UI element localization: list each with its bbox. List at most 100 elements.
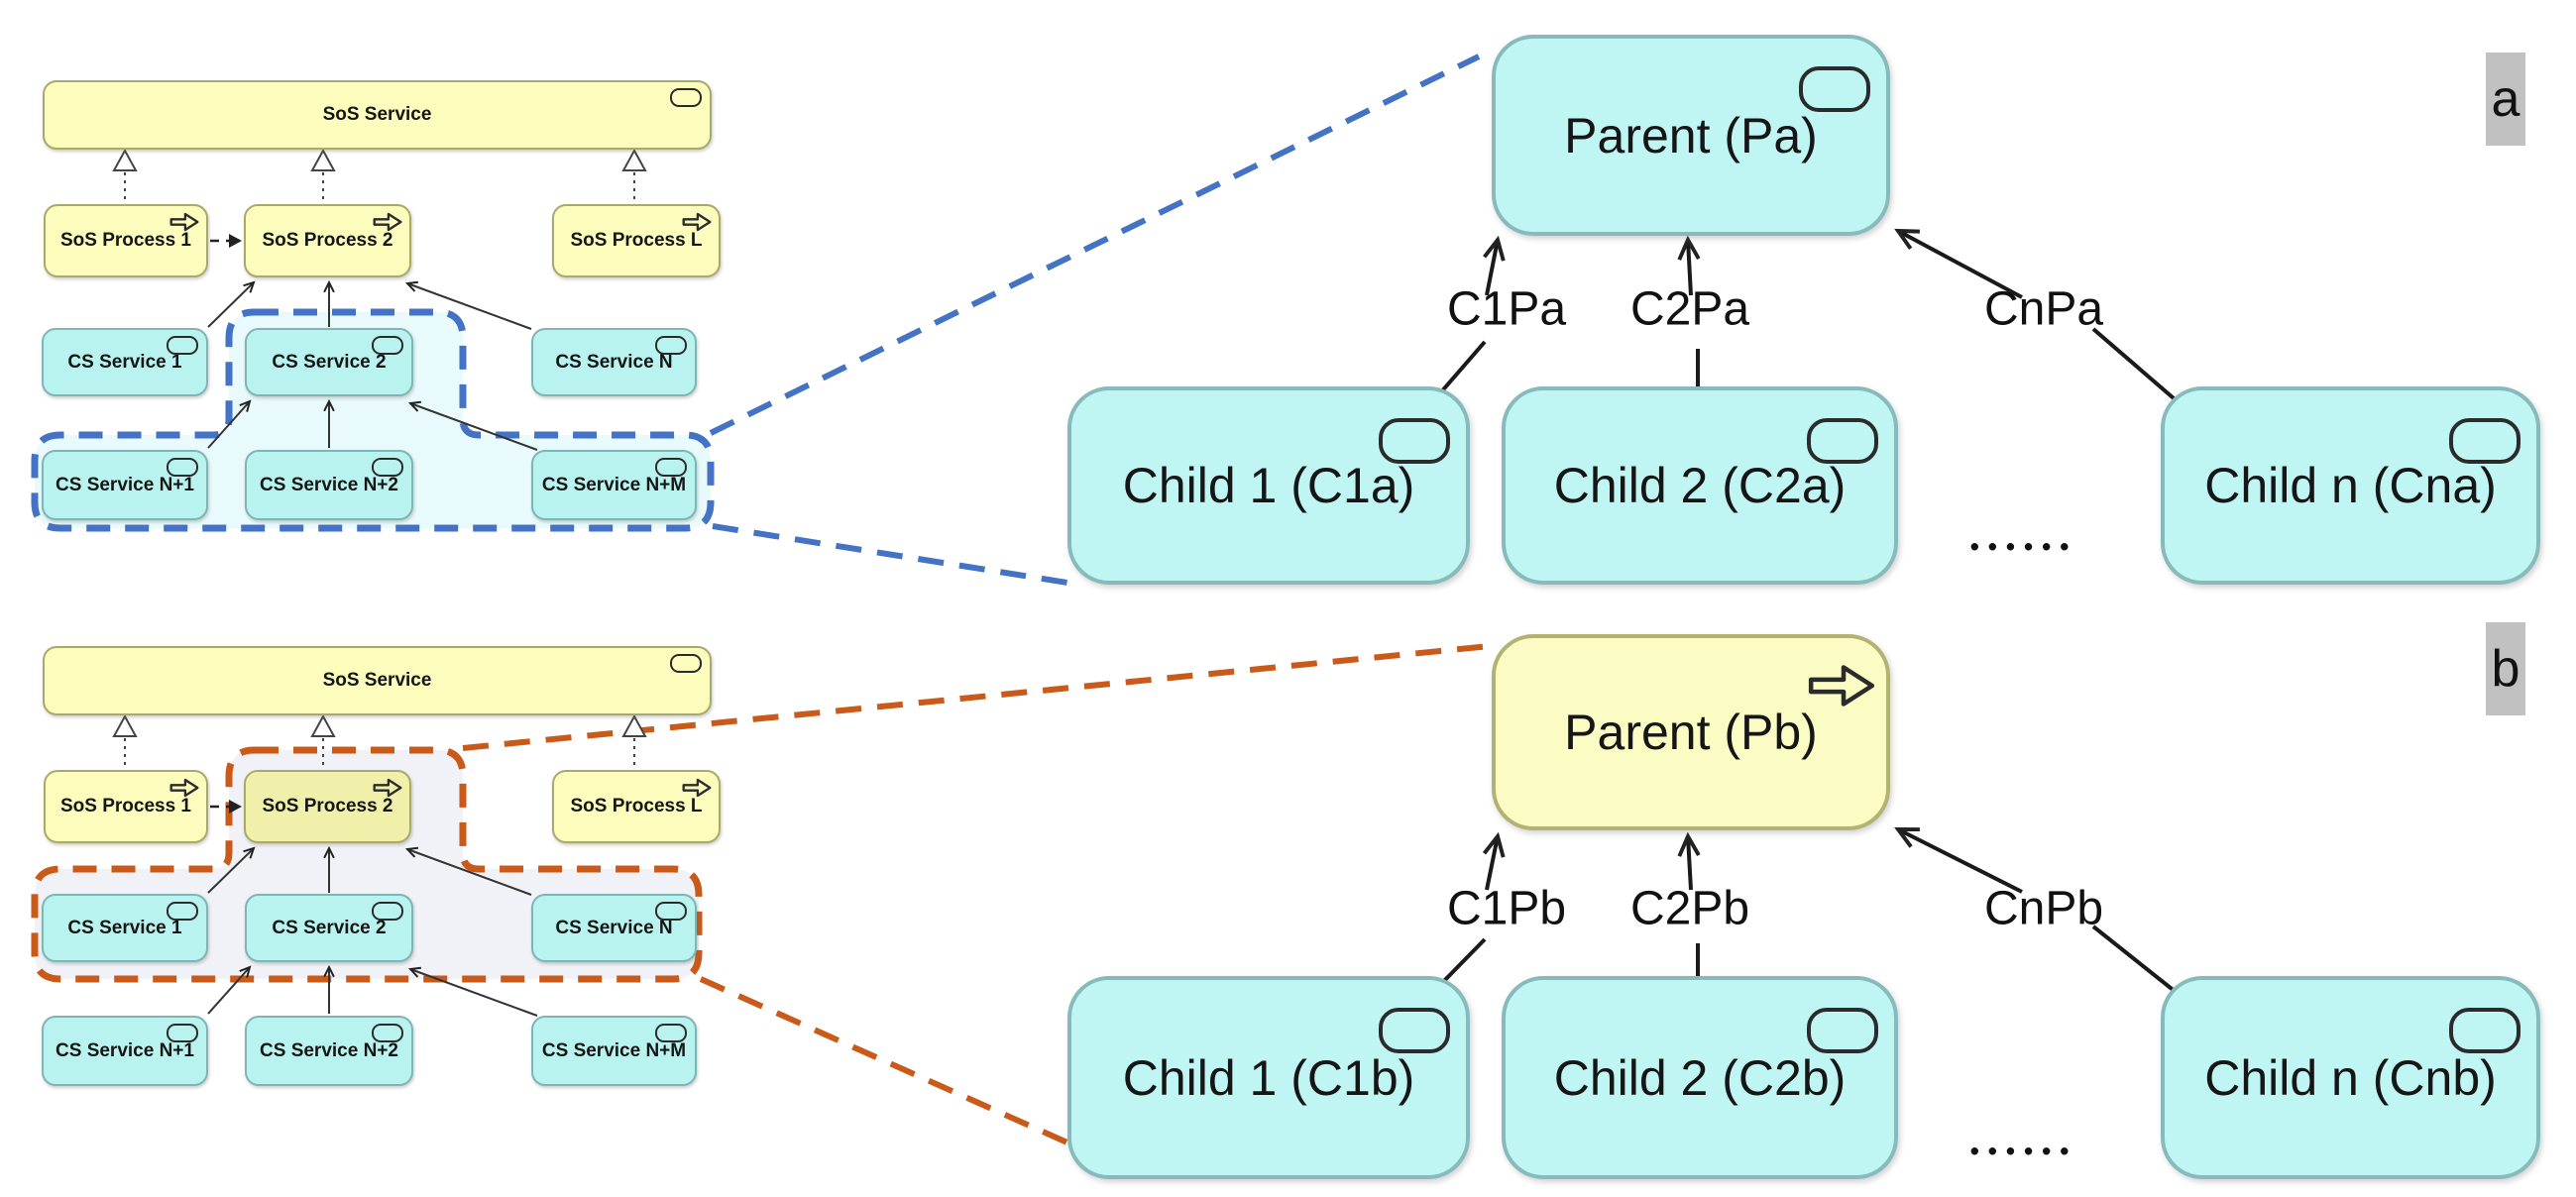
node-label: SoS Process L [570, 230, 703, 251]
node-label: Child 2 (C2a) [1553, 458, 1847, 513]
node-label: CS Service 1 [67, 917, 182, 938]
service-icon [2449, 418, 2520, 464]
node-label: SoS Process L [570, 796, 703, 816]
lt-node-cs-service-n2: CS Service N+2 [245, 450, 413, 520]
process-icon [1808, 665, 1875, 707]
arrows-top-diagram [207, 282, 538, 451]
service-icon [655, 902, 687, 921]
node-label: CS Service N+2 [260, 1039, 398, 1061]
node-label: CS Service N [555, 351, 673, 373]
service-icon [655, 1024, 687, 1042]
specialization-arrows-bottom [112, 713, 647, 768]
node-label: CS Service N+1 [56, 474, 194, 495]
node-label: CS Service N [555, 917, 673, 938]
process-icon [373, 212, 402, 232]
node-label: SoS Process 1 [59, 230, 192, 251]
node-label: CS Service N+2 [260, 474, 398, 495]
node-label: CS Service 2 [272, 351, 387, 373]
lb-node-cs-service-n1: CS Service N+1 [42, 1016, 208, 1086]
edges-diagram-a [1437, 231, 2183, 406]
service-icon [2449, 1008, 2520, 1053]
specialization-arrows-top [112, 148, 647, 202]
node-label: Child 1 (C1a) [1122, 458, 1415, 513]
node-label: SoS Service [322, 670, 432, 691]
b-edge-label-c2pb: C2Pb [1629, 882, 1750, 935]
a-ellipsis-dots: •••••• [1969, 531, 2078, 562]
service-icon [372, 1024, 403, 1042]
a-node-child-1: Child 1 (C1a) [1067, 386, 1470, 585]
a-edge-label-c1pa: C1Pa [1446, 282, 1567, 336]
lb-node-sos-process-l: SoS Process L [552, 770, 721, 843]
lb-node-cs-service-nm: CS Service N+M [531, 1016, 697, 1086]
node-label: Parent (Pb) [1564, 705, 1818, 760]
edges-diagram-b [1437, 829, 2183, 998]
service-icon [167, 1024, 198, 1042]
orange-connector-lower [699, 976, 1080, 1150]
node-label: CS Service N+M [541, 474, 687, 495]
a-edge-label-c2pa: C2Pa [1629, 282, 1750, 336]
service-icon [372, 336, 403, 355]
blue-connector-lower [712, 523, 1068, 586]
b-node-parent: Parent (Pb) [1492, 634, 1890, 830]
service-icon [1379, 1008, 1450, 1053]
node-label: Child 2 (C2b) [1553, 1049, 1847, 1106]
node-label: SoS Process 2 [262, 796, 393, 816]
b-edge-label-c1pb: C1Pb [1446, 882, 1567, 935]
lb-node-sos-process-1: SoS Process 1 [44, 770, 208, 843]
node-label: SoS Process 1 [59, 796, 192, 816]
service-icon [1807, 418, 1878, 464]
process-icon [373, 778, 402, 798]
service-icon [167, 458, 198, 477]
blue-connector-upper [709, 54, 1481, 436]
node-label: CS Service N+1 [56, 1039, 194, 1061]
lt-node-cs-service-n1: CS Service N+1 [42, 450, 208, 520]
service-icon [670, 88, 702, 107]
arrows-bottom-diagram [207, 848, 538, 1017]
service-icon [655, 336, 687, 355]
service-icon [1807, 1008, 1878, 1053]
node-label: Child 1 (C1b) [1122, 1049, 1415, 1106]
lt-node-cs-service-2: CS Service 2 [245, 328, 413, 396]
service-icon [1799, 66, 1870, 112]
node-label: Parent (Pa) [1564, 107, 1818, 163]
b-edge-label-cnpb: CnPb [1983, 882, 2104, 935]
b-node-child-2: Child 2 (C2b) [1502, 976, 1898, 1179]
process-icon [169, 778, 199, 798]
service-icon [1379, 418, 1450, 464]
lt-node-cs-service-n: CS Service N [531, 328, 697, 396]
a-node-child-2: Child 2 (C2a) [1502, 386, 1898, 585]
lb-node-sos-service: SoS Service [43, 646, 712, 715]
service-icon [670, 654, 702, 673]
lt-node-sos-process-2: SoS Process 2 [244, 204, 411, 277]
node-label: Child n (Cnb) [2204, 1049, 2497, 1106]
a-node-parent: Parent (Pa) [1492, 35, 1890, 236]
node-label: SoS Service [322, 104, 432, 125]
service-icon [372, 902, 403, 921]
process-icon [169, 212, 199, 232]
lb-node-cs-service-1: CS Service 1 [42, 894, 208, 962]
b-figure-tag: b [2486, 622, 2525, 715]
a-edge-label-cnpa: CnPa [1983, 282, 2104, 336]
service-icon [167, 336, 198, 355]
node-label: SoS Process 2 [262, 230, 393, 251]
a-node-child-n: Child n (Cna) [2161, 386, 2540, 585]
a-figure-tag: a [2486, 53, 2525, 146]
lb-node-cs-service-n2: CS Service N+2 [245, 1016, 413, 1086]
process-icon [682, 212, 712, 232]
lt-node-sos-process-1: SoS Process 1 [44, 204, 208, 277]
node-label: CS Service 2 [272, 917, 387, 938]
b-node-child-n: Child n (Cnb) [2161, 976, 2540, 1179]
lt-node-cs-service-1: CS Service 1 [42, 328, 208, 396]
node-label: CS Service N+M [541, 1039, 687, 1061]
lt-node-sos-service: SoS Service [43, 80, 712, 150]
service-icon [167, 902, 198, 921]
lb-node-cs-service-2: CS Service 2 [245, 894, 413, 962]
service-icon [372, 458, 403, 477]
b-node-child-1: Child 1 (C1b) [1067, 976, 1470, 1179]
lb-node-cs-service-n: CS Service N [531, 894, 697, 962]
lb-node-sos-process-2: SoS Process 2 [244, 770, 411, 843]
b-ellipsis-dots: •••••• [1969, 1136, 2078, 1166]
lt-node-sos-process-l: SoS Process L [552, 204, 721, 277]
process-icon [682, 778, 712, 798]
